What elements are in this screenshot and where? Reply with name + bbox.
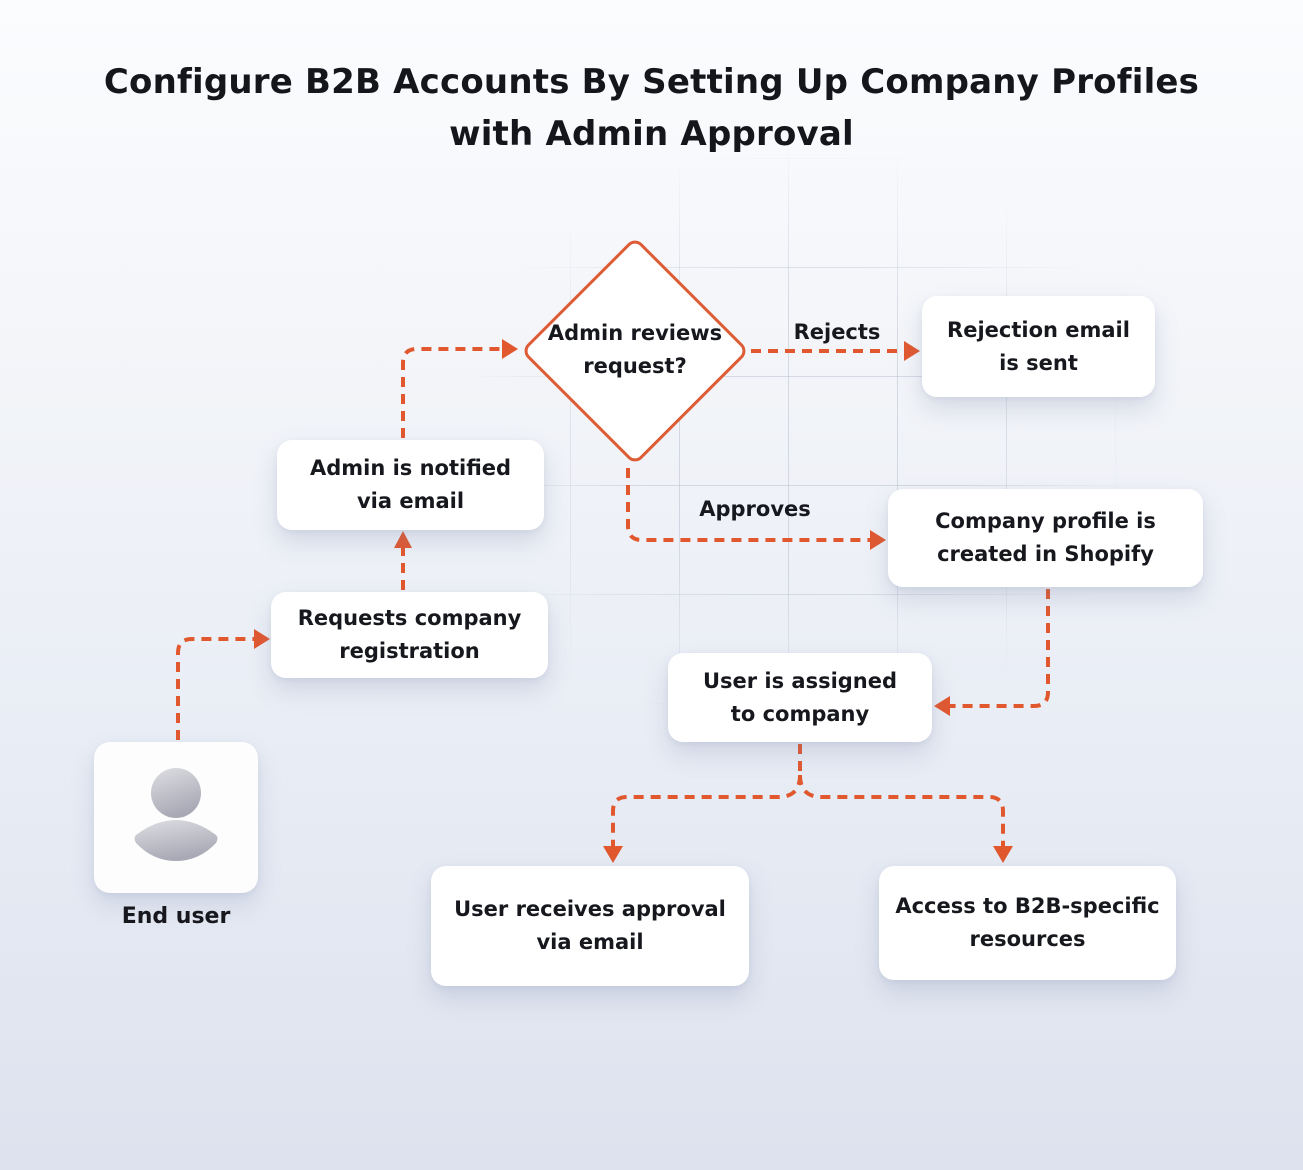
page-title-line1: Configure B2B Accounts By Setting Up Com…	[103, 62, 1200, 102]
arrowhead-into-rejection-icon	[904, 341, 920, 361]
access-resources-line2: resources	[969, 927, 1086, 951]
requests-registration-line2: registration	[339, 639, 480, 663]
decision-line2: request?	[583, 354, 687, 378]
requests-registration-line1: Requests company	[297, 606, 522, 630]
arrowhead-into-userassigned-icon	[934, 696, 950, 716]
rejection-email-line2: is sent	[999, 350, 1078, 375]
page-title: Configure B2B Accounts By Setting Up Com…	[0, 56, 1303, 160]
connector-fork-left	[611, 774, 802, 846]
edge-label-rejects: Rejects	[793, 320, 881, 344]
end-user-label: End user	[121, 904, 231, 929]
end-user-card	[94, 742, 258, 893]
arrowhead-into-accessresources-icon	[993, 846, 1013, 863]
connector-enduser-to-requests	[176, 637, 254, 740]
user-receives-line1: User receives approval	[454, 897, 726, 921]
company-profile-line1: Company profile is	[935, 509, 1156, 533]
page-title-line2: with Admin Approval	[449, 114, 854, 154]
decision-diamond-label: Admin reviews request?	[535, 317, 735, 383]
node-user-receives-approval: User receives approval via email	[431, 866, 749, 986]
admin-notified-line1: Admin is notified	[309, 456, 512, 480]
node-admin-notified: Admin is notified via email	[277, 440, 544, 530]
node-company-profile: Company profile is created in Shopify	[888, 489, 1203, 587]
rejection-email-line1: Rejection email	[947, 317, 1130, 342]
connector-adminnotified-to-decision	[401, 347, 502, 438]
connector-companyprofile-to-userassigned	[950, 589, 1050, 708]
connector-fork-right	[798, 774, 1005, 846]
user-assigned-line1: User is assigned	[702, 668, 898, 693]
access-resources-line1: Access to B2B-specific	[895, 894, 1160, 918]
arrowhead-into-userreceives-icon	[603, 846, 623, 863]
decision-line1: Admin reviews	[547, 321, 723, 345]
arrowhead-into-adminnotified-icon	[394, 531, 412, 548]
admin-notified-line2: via email	[356, 489, 465, 513]
arrowhead-into-requests-icon	[254, 629, 270, 649]
edge-label-approves: Approves	[699, 497, 811, 521]
user-receives-line2: via email	[536, 930, 644, 954]
user-assigned-line2: to company	[730, 701, 870, 726]
arrowhead-into-decision-icon	[502, 339, 518, 359]
node-user-assigned: User is assigned to company	[668, 653, 932, 742]
node-access-resources: Access to B2B-specific resources	[879, 866, 1176, 980]
node-requests-registration: Requests company registration	[271, 592, 548, 678]
arrowhead-into-companyprofile-icon	[870, 530, 886, 550]
person-icon	[134, 767, 218, 861]
company-profile-line2: created in Shopify	[937, 542, 1154, 566]
connector-decision-to-companyprofile	[626, 468, 870, 542]
node-rejection-email: Rejection email is sent	[922, 296, 1155, 397]
